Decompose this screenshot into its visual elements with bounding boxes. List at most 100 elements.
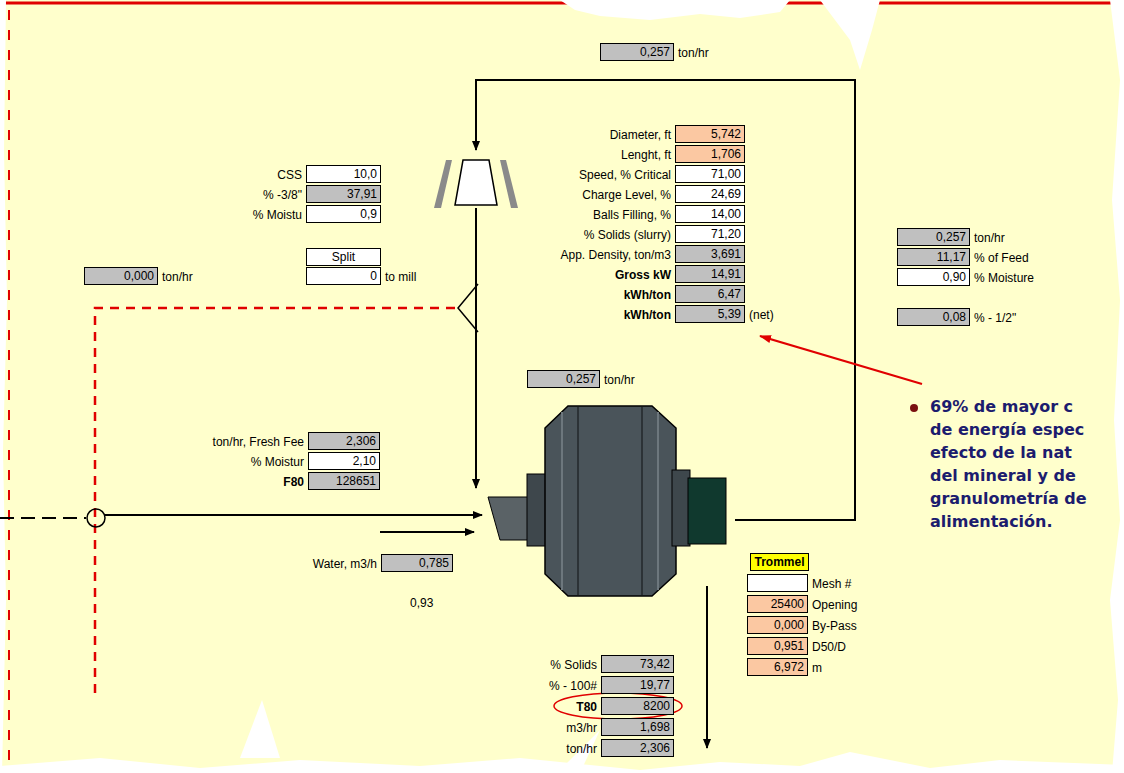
- field-label: m3/hr: [566, 719, 597, 737]
- field-label: Gross kW: [615, 266, 671, 284]
- value-box: 71,00Speed, % Critical: [675, 165, 745, 183]
- field-label: % - 1/2": [974, 309, 1016, 327]
- value-text: 0,257: [566, 372, 596, 386]
- field-label: ton/hr, Fresh Fee: [213, 433, 304, 451]
- value-box: 14,00Balls Filling, %: [675, 205, 745, 223]
- feed-junction: [87, 509, 105, 527]
- value-box: 0to mill: [306, 267, 381, 285]
- callout-text: 69% de mayor c: [930, 397, 1073, 416]
- field-label: ton/hr: [162, 268, 193, 286]
- value-box: 0,08% - 1/2": [897, 308, 970, 326]
- bypass-line: [95, 308, 455, 700]
- value-text: 37,91: [347, 187, 377, 201]
- plain-label: 0,93: [410, 596, 433, 610]
- value-box: 0,257ton/hr: [600, 43, 674, 61]
- value-text: 1,706: [711, 147, 741, 161]
- value-box: 24,69Charge Level, %: [675, 185, 745, 203]
- field-label: Water, m3/h: [313, 555, 377, 573]
- field-label: Balls Filling, %: [593, 206, 671, 224]
- value-text: 0,000: [124, 269, 154, 283]
- value-box: 11,17% of Feed: [897, 248, 970, 266]
- value-box: 71,20% Solids (slurry): [675, 225, 745, 243]
- value-box: 0,000By-Pass: [747, 616, 808, 634]
- field-label: to mill: [385, 268, 416, 286]
- value-text: 73,42: [640, 657, 670, 671]
- field-label: kWh/ton: [624, 306, 671, 324]
- frame-line: [0, 2, 1124, 5]
- value-box: 2,306ton/hr: [601, 739, 674, 757]
- value-box: 2,306ton/hr, Fresh Fee: [308, 432, 380, 450]
- value-text: 2,306: [640, 741, 670, 755]
- value-text: 3,691: [711, 247, 741, 261]
- callout-text: de energía espec: [930, 420, 1084, 439]
- value-box: 0,257ton/hr: [897, 228, 970, 246]
- value-box: 1,698m3/hr: [601, 718, 674, 736]
- field-label: Charge Level, %: [582, 186, 671, 204]
- field-label: Mesh #: [812, 575, 851, 593]
- field-label: D50/D: [812, 638, 846, 656]
- value-box: 37,91% -3/8": [306, 185, 381, 203]
- field-label: % of Feed: [974, 249, 1029, 267]
- field-label: % Solids: [550, 656, 597, 674]
- value-box: 128651F80: [308, 472, 380, 490]
- box-heading: Split: [332, 250, 355, 264]
- field-label: % Solids (slurry): [584, 226, 671, 244]
- field-label: ton/hr: [604, 371, 635, 389]
- value-text: 6,47: [718, 287, 741, 301]
- water-line: [380, 531, 474, 533]
- discharge-line: [706, 586, 708, 748]
- field-label: By-Pass: [812, 617, 857, 635]
- value-box: 6,972m: [747, 658, 808, 676]
- field-label: ton/hr: [566, 740, 597, 758]
- value-box: 0,785Water, m3/h: [381, 554, 453, 572]
- value-text: 19,77: [640, 678, 670, 692]
- value-text: 2,306: [346, 434, 376, 448]
- crusher-product-line: [475, 208, 477, 488]
- callout-arrow: [760, 336, 922, 384]
- value-text: 0,9: [360, 207, 377, 221]
- field-label: ton/hr: [974, 229, 1005, 247]
- field-label: CSS: [277, 166, 302, 184]
- pebble-crusher-symbol: [434, 160, 518, 208]
- value-text: 24,69: [711, 187, 741, 201]
- field-label: % Moistur: [251, 453, 304, 471]
- value-text: 6,972: [774, 660, 804, 674]
- value-box: 0,257ton/hr: [527, 370, 600, 388]
- value-box: 2,10% Moistur: [308, 452, 380, 470]
- field-label: m: [812, 659, 822, 677]
- field-label: % - 100#: [549, 677, 597, 695]
- value-box: 6,47kWh/ton: [675, 285, 745, 303]
- value-text: 8200: [643, 699, 670, 713]
- value-text: 0: [370, 269, 377, 283]
- value-text: 0,257: [640, 45, 670, 59]
- feed-line: [0, 517, 86, 519]
- value-box: 3,691App. Density, ton/m3: [675, 245, 745, 263]
- value-text: 71,20: [711, 227, 741, 241]
- field-label: % -3/8": [263, 186, 302, 204]
- box-heading: Trommel: [754, 555, 804, 569]
- field-label: F80: [283, 473, 304, 491]
- frame-line: [8, 10, 10, 760]
- splitter-symbol: [458, 284, 478, 332]
- value-text: 10,0: [354, 167, 377, 181]
- field-label: Diameter, ft: [610, 126, 671, 144]
- value-box: Trommel: [750, 553, 809, 571]
- value-text: 1,698: [640, 720, 670, 734]
- value-box: Mesh #: [747, 574, 808, 592]
- value-text: 5,39: [718, 307, 741, 321]
- value-box: 5,39kWh/ton(net): [675, 305, 745, 323]
- field-label: kWh/ton: [624, 286, 671, 304]
- value-text: 2,10: [353, 454, 376, 468]
- value-text: 14,00: [711, 207, 741, 221]
- value-box: 14,91Gross kW: [675, 265, 745, 283]
- value-text: 5,742: [711, 127, 741, 141]
- value-box: 0,9% Moistu: [306, 205, 381, 223]
- value-text: 11,17: [937, 250, 966, 264]
- field-label: % Moistu: [253, 206, 302, 224]
- value-box: Split: [306, 248, 381, 266]
- callout-text: del mineral y de: [930, 466, 1076, 485]
- value-box: 73,42% Solids: [601, 655, 674, 673]
- value-text: 0,90: [943, 270, 966, 284]
- callout-text: alimentación.: [930, 512, 1053, 531]
